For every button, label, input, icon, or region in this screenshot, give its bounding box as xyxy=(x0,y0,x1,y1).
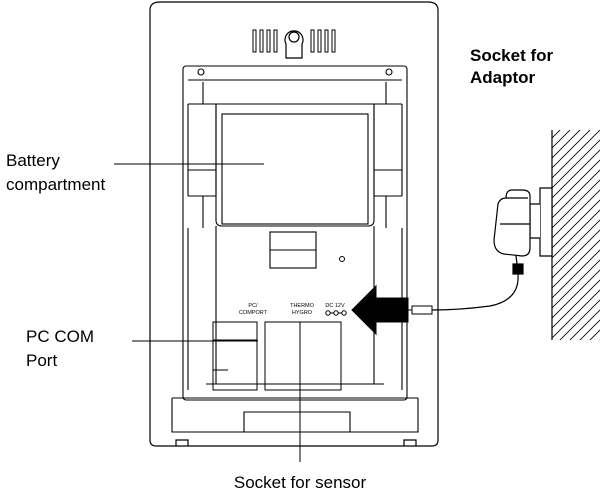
screw-right xyxy=(385,68,393,76)
ports-panel xyxy=(212,321,342,391)
power-adaptor-icon xyxy=(493,187,553,275)
vent-slots-right xyxy=(310,29,336,53)
marking-hygro: HYGRO xyxy=(292,310,313,316)
cable-plug-icon xyxy=(404,305,433,315)
stand-frame xyxy=(182,65,408,401)
pc-com-port xyxy=(212,321,258,391)
label-pc-com-1: PC COM xyxy=(26,327,94,346)
housing-foot-right xyxy=(403,439,417,446)
screw-left xyxy=(197,68,205,76)
adaptor-cable xyxy=(431,273,519,311)
label-battery-1: Battery xyxy=(6,151,60,170)
insert-arrow-icon xyxy=(351,284,409,336)
label-battery-2: compartment xyxy=(6,175,105,194)
marking-pc: PC/ xyxy=(248,303,258,309)
vent-slots-left xyxy=(252,29,278,53)
device-housing xyxy=(149,1,439,447)
marking-thermo: THERMO xyxy=(290,303,315,309)
screw-hole xyxy=(339,256,345,262)
leader-lines xyxy=(114,163,301,462)
label-socket-sensor: Socket for sensor xyxy=(234,473,367,492)
sensor-port xyxy=(264,321,342,391)
marking-dc: DC 12V xyxy=(325,303,345,309)
base-section xyxy=(171,397,419,433)
housing-outline xyxy=(149,1,439,447)
label-socket-adaptor-2: Adaptor xyxy=(470,68,536,87)
label-pc-com-2: Port xyxy=(26,351,57,370)
wall xyxy=(552,130,600,340)
label-socket-adaptor-1: Socket for xyxy=(470,46,554,65)
dc-polarity-icon xyxy=(325,310,347,316)
marking-comport: COMPORT xyxy=(239,310,268,316)
battery-compartment xyxy=(221,113,369,269)
stand-outer xyxy=(182,65,408,401)
housing-foot-left xyxy=(175,439,189,446)
hanging-hole-icon xyxy=(284,30,304,59)
